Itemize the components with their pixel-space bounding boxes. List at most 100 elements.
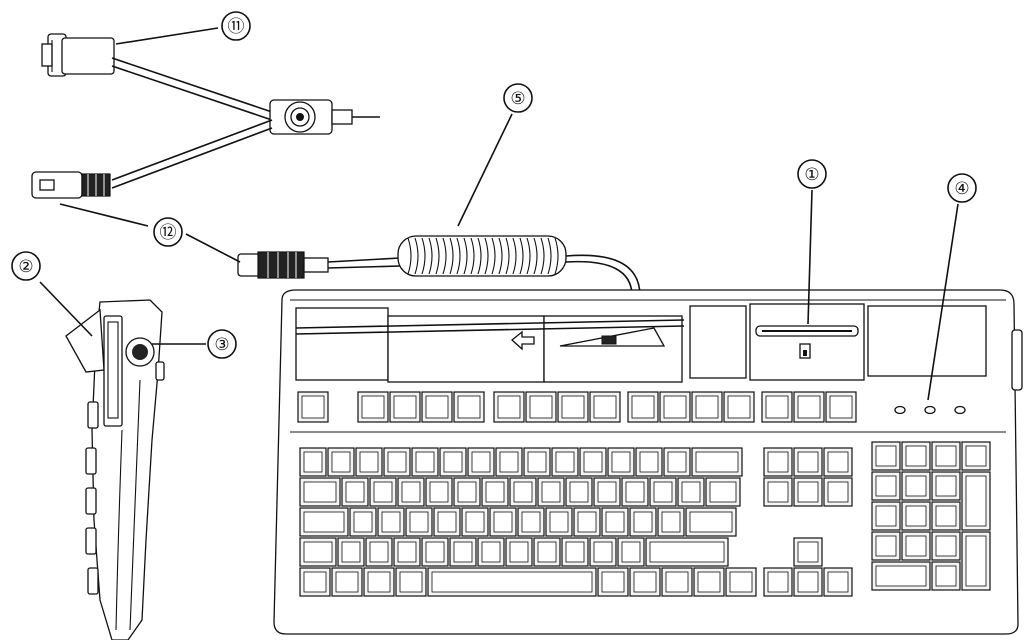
keyboard-key bbox=[427, 567, 597, 597]
keyboard-key bbox=[377, 507, 405, 537]
coil-loop bbox=[498, 237, 503, 275]
keyboard-key bbox=[439, 447, 467, 477]
coil-loop bbox=[414, 237, 419, 275]
keyboard-key bbox=[593, 477, 621, 507]
keyboard-key bbox=[357, 391, 389, 423]
callout-1-label: ① bbox=[804, 165, 819, 185]
keyboard-key bbox=[661, 567, 693, 597]
keyboard-key bbox=[931, 531, 961, 561]
keyboard-key bbox=[901, 531, 931, 561]
coil-loop bbox=[421, 237, 426, 275]
keyboard-key bbox=[901, 441, 931, 471]
callout-2: ② bbox=[11, 251, 41, 281]
keyboard-key bbox=[561, 537, 589, 567]
keyboard-key bbox=[691, 391, 723, 423]
keyboard-key bbox=[793, 447, 823, 477]
keyboard-key bbox=[433, 507, 461, 537]
handheld-reader bbox=[65, 299, 165, 640]
keyboard-key bbox=[467, 447, 495, 477]
keyboard-key bbox=[341, 477, 369, 507]
keyboard-key bbox=[545, 507, 573, 537]
keyboard bbox=[273, 289, 1023, 635]
keyboard-key bbox=[363, 567, 395, 597]
keyboard-key bbox=[477, 537, 505, 567]
keyboard-key bbox=[493, 391, 525, 423]
keyboard-key bbox=[299, 477, 341, 507]
coil-loop bbox=[428, 237, 433, 275]
status-leds bbox=[894, 405, 966, 415]
keyboard-key bbox=[871, 441, 901, 471]
keyboard-key bbox=[723, 391, 755, 423]
leader-lines bbox=[39, 27, 959, 401]
coil-loop bbox=[547, 237, 552, 275]
keyboard-key bbox=[793, 391, 825, 423]
cable-hub bbox=[269, 99, 380, 135]
keyboard-key bbox=[389, 391, 421, 423]
keyboard-key bbox=[327, 447, 355, 477]
callout-5-label: ⑤ bbox=[510, 89, 525, 109]
keyboard-key bbox=[297, 391, 329, 423]
keyboard-key bbox=[629, 567, 661, 597]
coiled-cable bbox=[237, 235, 641, 297]
coil-loop bbox=[505, 237, 510, 275]
keyboard-key bbox=[537, 477, 565, 507]
coil-loop bbox=[484, 237, 489, 275]
keyboard-key bbox=[961, 441, 991, 471]
keyboard-key bbox=[685, 507, 737, 537]
keyboard-key bbox=[961, 471, 991, 531]
callout-4-label: ④ bbox=[954, 179, 969, 199]
keyboard-key bbox=[823, 447, 853, 477]
coil-loop bbox=[477, 237, 482, 275]
keyboard-key bbox=[725, 567, 757, 597]
keyboard-key bbox=[573, 507, 601, 537]
coil-loop bbox=[456, 237, 461, 275]
callout-5: ⑤ bbox=[503, 83, 533, 113]
keyboard-key bbox=[677, 477, 705, 507]
y-cable bbox=[31, 33, 380, 199]
keyboard-key bbox=[589, 391, 621, 423]
keyboard-key bbox=[565, 477, 593, 507]
keyboard-key bbox=[761, 391, 793, 423]
keyboard-key bbox=[461, 507, 489, 537]
keyboard-key bbox=[607, 447, 635, 477]
coil-loop bbox=[519, 237, 524, 275]
coil-loop bbox=[407, 237, 412, 275]
coil-loop bbox=[470, 237, 475, 275]
keyboard-key bbox=[627, 391, 659, 423]
keyboard-key bbox=[871, 471, 901, 501]
keyboard-key bbox=[369, 477, 397, 507]
keyboard-key bbox=[509, 477, 537, 507]
keyboard-key bbox=[551, 447, 579, 477]
keyboard-key bbox=[421, 537, 449, 567]
coil-loop bbox=[533, 237, 538, 275]
callout-12-label: ⑫ bbox=[160, 223, 177, 243]
keyboard-key bbox=[649, 477, 677, 507]
keyboard-key bbox=[705, 477, 741, 507]
keyboard-key bbox=[395, 567, 427, 597]
coil-loop bbox=[449, 237, 454, 275]
keyboard-key bbox=[629, 507, 657, 537]
callout-1: ① bbox=[797, 159, 827, 189]
keyboard-key bbox=[635, 447, 663, 477]
coil-loop bbox=[554, 237, 559, 275]
keyboard-key bbox=[495, 447, 523, 477]
keyboard-key bbox=[659, 391, 691, 423]
callout-11-label: ⑪ bbox=[228, 17, 245, 37]
keyboard-key bbox=[597, 567, 629, 597]
db-connector bbox=[41, 33, 115, 77]
keyboard-key bbox=[365, 537, 393, 567]
keyboard-key bbox=[589, 537, 617, 567]
keyboard-key bbox=[871, 561, 931, 591]
keyboard-key bbox=[453, 477, 481, 507]
top-panel bbox=[295, 303, 987, 383]
keyboard-key bbox=[299, 447, 327, 477]
coil-loop bbox=[442, 237, 447, 275]
keyboard-key bbox=[931, 561, 961, 591]
keyboard-key bbox=[825, 391, 857, 423]
keyboard-key bbox=[411, 447, 439, 477]
coil-loop bbox=[526, 237, 531, 275]
keyboard-key bbox=[871, 501, 901, 531]
keyboard-key bbox=[871, 531, 901, 561]
keyboard-key bbox=[557, 391, 589, 423]
